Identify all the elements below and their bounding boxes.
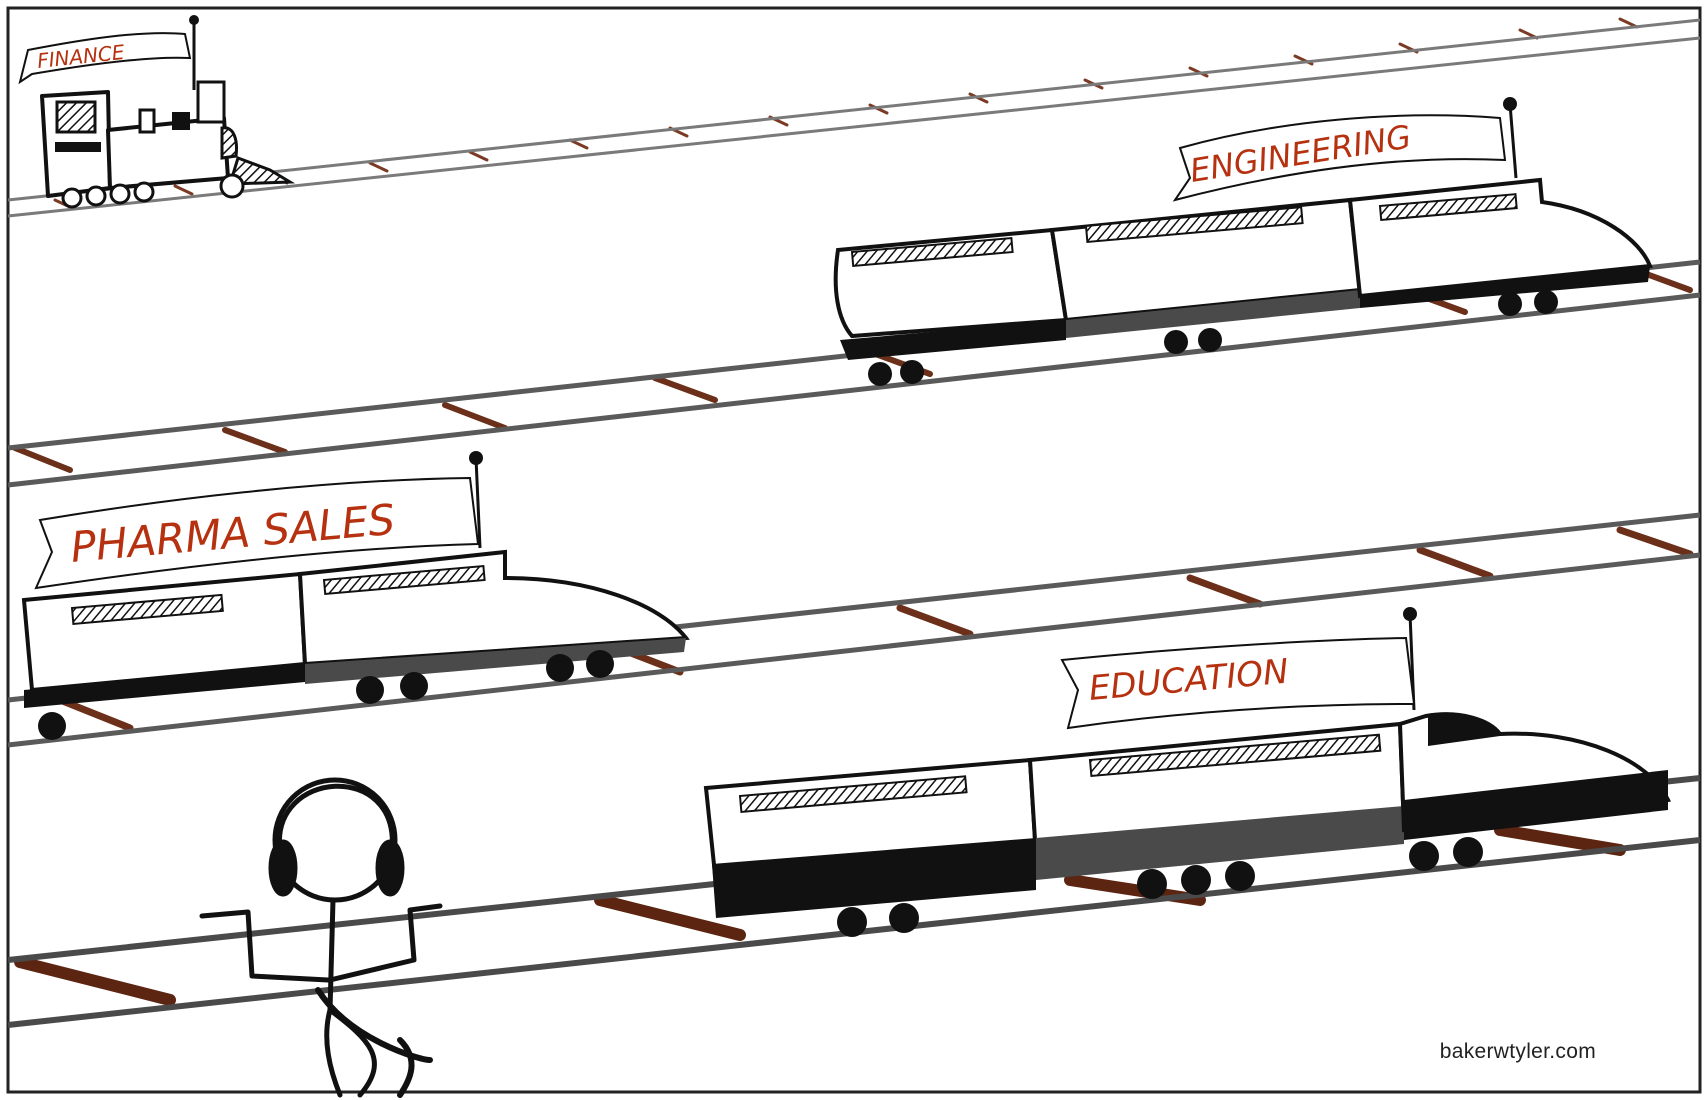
headphones-band (277, 783, 395, 853)
stick-figure-with-headphones (199, 777, 443, 1098)
headphones-left-icon (268, 839, 298, 897)
site-credit: bakerwtyler.com (1439, 1040, 1596, 1063)
pharma-sales-bullet-train: PHARMA SALES (21, 451, 690, 740)
finance-steam-locomotive: FINANCE (18, 15, 296, 209)
pharma-sales-banner (34, 476, 480, 590)
finance-banner (18, 32, 192, 85)
education-bullet-train: EDUCATION (703, 607, 1671, 937)
headphones-right-icon (375, 839, 405, 897)
sketch-border (6, 6, 1702, 1094)
finance-banner-label: FINANCE (36, 40, 126, 73)
track-1 (7, 17, 1701, 218)
engineering-bullet-train: ENGINEERING (833, 97, 1653, 386)
cab-window (55, 100, 97, 134)
engineering-banner (1172, 114, 1507, 202)
education-banner (1060, 636, 1416, 730)
